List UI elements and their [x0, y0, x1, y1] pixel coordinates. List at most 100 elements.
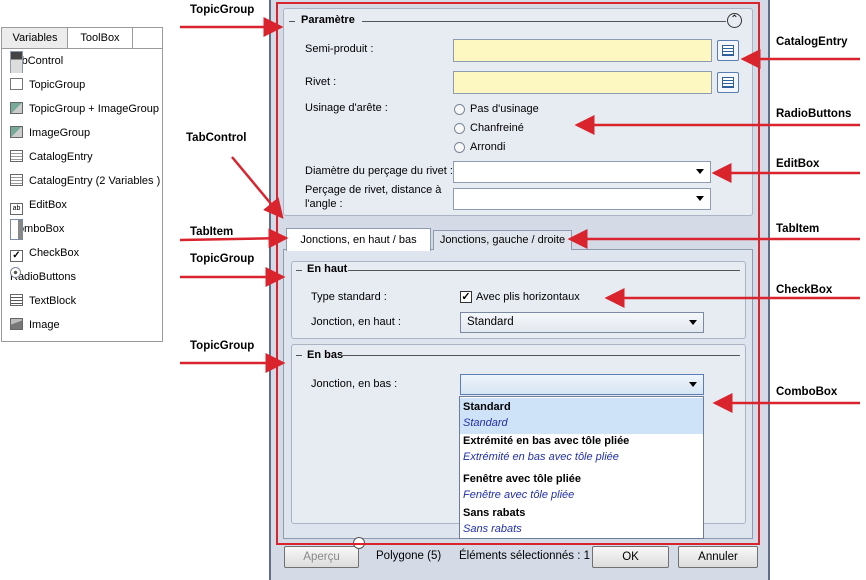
callout-tabcontrol: TabControl: [186, 132, 247, 144]
callout-catalogentry: CatalogEntry: [776, 36, 848, 48]
toolbox-item-label: ImageGroup: [29, 127, 91, 139]
dropdown-arrow-icon[interactable]: [696, 196, 704, 201]
label-jonction-bas: Jonction, en bas :: [311, 378, 398, 390]
toolbox-item-label: ComboBox: [10, 223, 65, 235]
dropdown-option-extremite[interactable]: Extrémité en bas avec tôle pliée Extrémi…: [460, 432, 703, 468]
tab-variables[interactable]: Variables: [1, 27, 69, 48]
label-rivet: Rivet :: [305, 76, 337, 88]
toolbox-item-imagegroup[interactable]: ImageGroup: [10, 123, 90, 143]
option-sub-text: Sans rabats: [463, 523, 522, 535]
toolbox-item-label: EditBox: [29, 199, 67, 211]
checkbox-label-plis: Avec plis horizontaux: [476, 291, 580, 303]
tab-jonctions-gauche-droite[interactable]: Jonctions, gauche / droite: [433, 230, 572, 250]
annuler-button[interactable]: Annuler: [678, 546, 758, 568]
catalog-icon: [722, 77, 734, 88]
toolbox-tab-divider: [1, 48, 163, 49]
dropdown-arrow-icon[interactable]: [696, 169, 704, 174]
toolbox-item-label: TopicGroup + ImageGroup: [29, 103, 159, 115]
toolbox-item-catalogentry-2[interactable]: CatalogEntry (2 Variables ): [10, 171, 160, 191]
radio-arrondi[interactable]: [454, 142, 465, 153]
toolbox-item-radiobuttons[interactable]: RadioButtons: [10, 267, 76, 287]
toolbox-panel: Variables ToolBox TabControl TopicGroup …: [1, 27, 163, 342]
textblock-icon: [10, 294, 23, 306]
tab-toolbox[interactable]: ToolBox: [67, 27, 133, 48]
group-title-line: [341, 355, 740, 356]
topicgroup-imagegroup-icon: [10, 102, 23, 114]
group-title-line: [348, 270, 740, 271]
label-percage-line1: Perçage de rivet, distance à: [305, 184, 442, 196]
combobox-jonction-haut[interactable]: Standard: [460, 312, 704, 333]
toolbox-item-combobox[interactable]: ComboBox: [10, 219, 65, 240]
semi-produit-field[interactable]: [453, 39, 712, 62]
combobox-icon: [10, 219, 23, 240]
toolbox-item-label: TopicGroup: [29, 79, 86, 91]
callout-tabitem: TabItem: [776, 223, 820, 235]
dropdown-option-sans-rabats[interactable]: Sans rabats Sans rabats: [460, 504, 703, 540]
callout-topicgroup: TopicGroup: [190, 4, 255, 16]
toolbox-item-label: Image: [29, 319, 60, 331]
option-sub-text: Standard: [463, 417, 508, 429]
label-semi-produit: Semi-produit :: [305, 43, 374, 55]
toolbox-item-catalogentry[interactable]: CatalogEntry: [10, 147, 93, 167]
catalog-button-rivet[interactable]: [717, 72, 739, 93]
toolbox-item-textblock[interactable]: TextBlock: [10, 291, 76, 311]
editbox-icon: ab: [10, 203, 23, 215]
option-main-text: Fenêtre avec tôle pliée: [463, 473, 581, 485]
toolbox-item-label: CatalogEntry (2 Variables ): [29, 175, 161, 187]
catalog-button-semi-produit[interactable]: [717, 40, 739, 61]
diametre-editbox[interactable]: [453, 161, 711, 183]
option-main-text: Extrémité en bas avec tôle pliée: [463, 435, 630, 447]
combobox-dropdown-list: Standard Standard Extrémité en bas avec …: [459, 396, 704, 539]
toolbox-item-label: CheckBox: [29, 247, 80, 259]
dropdown-option-standard[interactable]: Standard Standard: [460, 398, 703, 434]
option-sub-text: Fenêtre avec tôle pliée: [463, 489, 575, 501]
radio-label-pas-usinage: Pas d'usinage: [470, 103, 539, 115]
selection-status: Éléments sélectionnés : 1: [459, 550, 591, 562]
dropdown-arrow-icon[interactable]: [689, 382, 697, 387]
group-title-line: [296, 270, 302, 271]
group-title-en-bas: En bas: [307, 349, 344, 361]
toolbox-item-tabcontrol[interactable]: TabControl: [10, 51, 63, 73]
callout-tabitem: TabItem: [190, 226, 234, 238]
callout-topicgroup: TopicGroup: [190, 253, 255, 265]
label-percage-line2: l'angle :: [305, 198, 343, 210]
topicgroup-icon: [10, 78, 23, 90]
toolbox-item-editbox[interactable]: ab EditBox: [10, 195, 67, 215]
polygone-status: Polygone (5): [376, 550, 442, 562]
callout-radiobuttons: RadioButtons: [776, 108, 852, 120]
combobox-value: Standard: [467, 316, 514, 328]
toolbox-item-topicgroup[interactable]: TopicGroup: [10, 75, 85, 95]
toolbox-item-label: CatalogEntry: [29, 151, 93, 163]
radio-pas-usinage[interactable]: [454, 104, 465, 115]
rivet-field[interactable]: [453, 71, 712, 94]
imagegroup-icon: [10, 126, 23, 138]
apercu-button[interactable]: Aperçu: [284, 546, 359, 568]
combobox-jonction-bas[interactable]: [460, 374, 704, 395]
label-type-standard: Type standard :: [311, 291, 387, 303]
radio-chanfreine[interactable]: [454, 123, 465, 134]
dropdown-arrow-icon[interactable]: [689, 320, 697, 325]
catalog-icon: [722, 45, 734, 56]
toolbox-item-topicgroup-imagegroup[interactable]: TopicGroup + ImageGroup: [10, 99, 159, 119]
toolbox-item-checkbox[interactable]: ✓ CheckBox: [10, 243, 79, 263]
label-usinage: Usinage d'arête :: [305, 102, 388, 114]
percage-editbox[interactable]: [453, 188, 711, 210]
dropdown-option-fenetre[interactable]: Fenêtre avec tôle pliée Fenêtre avec tôl…: [460, 470, 703, 506]
image-icon: [10, 318, 23, 330]
checkbox-plis-horizontaux[interactable]: ✓: [460, 291, 472, 303]
checkbox-icon: ✓: [10, 250, 23, 262]
group-title-line: [296, 355, 302, 356]
group-title-en-haut: En haut: [307, 263, 348, 275]
toolbox-item-image[interactable]: Image: [10, 315, 60, 335]
toolbox-item-label: RadioButtons: [10, 271, 77, 283]
label-diametre: Diamètre du perçage du rivet :: [305, 165, 453, 177]
ok-button[interactable]: OK: [592, 546, 669, 568]
callout-checkbox: CheckBox: [776, 284, 833, 296]
radiobuttons-icon: [10, 267, 21, 278]
collapse-chevron-up-icon[interactable]: ⌃: [727, 13, 742, 28]
catalogentry-2-icon: [10, 174, 23, 186]
option-main-text: Standard: [463, 401, 511, 413]
radio-label-chanfreine: Chanfreiné: [470, 122, 524, 134]
callout-combobox: ComboBox: [776, 386, 838, 398]
